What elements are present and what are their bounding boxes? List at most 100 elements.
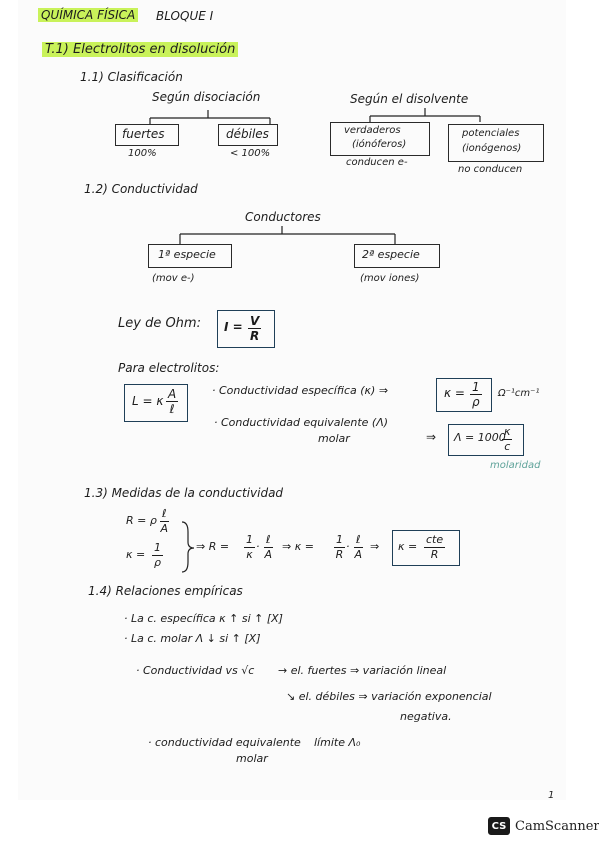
strong-percent: 100%: [128, 148, 157, 159]
course-title: QUÍMICA FÍSICA: [38, 8, 139, 22]
ohm-law-box: [217, 310, 275, 348]
empirical-line-4a: · conductividad equivalente: [148, 736, 301, 749]
equivalent-arrow: ⇒: [426, 430, 437, 444]
potential-electrolytes-box: [448, 124, 544, 162]
specific-conductivity-box: [436, 378, 492, 412]
s11-title: 1.1) Clasificación: [80, 70, 183, 84]
molarity-note: molaridad: [490, 460, 541, 471]
molar-conductivity-box: [448, 424, 524, 456]
s12-title: 1.2) Conductividad: [84, 182, 198, 196]
ohm-law-label: Ley de Ohm:: [118, 316, 201, 331]
true-electrolytes-line1: verdaderos: [344, 125, 401, 136]
true-electrolytes-note: conducen e-: [346, 157, 408, 168]
page-number: 1: [548, 790, 555, 801]
derivation-den-2: A: [264, 548, 273, 561]
kappa-num: 1: [152, 541, 163, 556]
notebook-page: [18, 0, 566, 800]
section-title: T.1) Electrolitos en disolución: [42, 42, 239, 57]
empirical-line-4c: límite Λ₀: [314, 736, 361, 749]
ohm-num: V: [248, 314, 262, 329]
derivation-fraction-1: 1 κ: [244, 533, 255, 562]
strong-label: fuertes: [122, 127, 165, 141]
derivation-den-3: R: [335, 548, 344, 561]
s14-title: 1.4) Relaciones empíricas: [88, 584, 243, 598]
ohm-law-fraction: V R: [248, 314, 262, 343]
second-species-box: [354, 244, 440, 268]
empirical-line-3c: ↘ el. débiles ⇒ variación exponencial: [286, 690, 492, 703]
specific-conductivity-units: Ω⁻¹cm⁻¹: [498, 388, 540, 399]
kappa-fraction: 1 ρ: [152, 541, 163, 570]
resistance-num: ℓ: [160, 507, 169, 522]
conductors-header: Conductores: [245, 210, 321, 224]
conductance-box: [124, 384, 188, 422]
equivalent-conductivity-line2: molar: [318, 432, 350, 445]
derivation-fraction-2: ℓ A: [264, 533, 273, 562]
empirical-line-3a: · Conductividad vs √c: [136, 664, 255, 677]
derivation-num-3: 1: [334, 533, 345, 548]
cell-constant-box: [392, 530, 460, 566]
dissociation-header: Según disociación: [152, 90, 261, 104]
kappa-den: ρ: [154, 556, 161, 569]
cell-constant-lhs: κ =: [398, 540, 418, 553]
molar-den: c: [504, 440, 511, 453]
block-label: BLOQUE I: [156, 9, 214, 23]
weak-percent: < 100%: [230, 148, 271, 159]
strong-box: [115, 124, 179, 146]
weak-label: débiles: [226, 127, 269, 141]
empirical-line-3b: → el. fuertes ⇒ variación lineal: [278, 664, 447, 677]
derivation-step-1: ⇒ R =: [196, 540, 230, 553]
potential-electrolytes-line2: (ionógenos): [462, 143, 522, 154]
empirical-line-3d: negativa.: [400, 710, 452, 723]
ohm-den: R: [250, 329, 260, 343]
molar-conductivity-lhs: Λ = 1000: [454, 431, 506, 444]
derivation-num-2: ℓ: [264, 533, 273, 548]
kappa-lhs: κ =: [126, 548, 146, 561]
derivation-den-4: A: [354, 548, 363, 561]
conductance-fraction: A ℓ: [166, 387, 179, 416]
first-species-box: [148, 244, 232, 268]
empirical-line-2: · La c. molar Λ ↓ si ↑ [X]: [124, 632, 261, 645]
specific-conductivity-fraction: 1 ρ: [470, 380, 482, 409]
second-species-note: (mov iones): [360, 273, 420, 284]
first-species-label: 1ª especie: [158, 248, 216, 261]
equivalent-conductivity-line1: · Conductividad equivalente (Λ): [214, 416, 389, 429]
electrolytes-label: Para electrolitos:: [118, 361, 220, 375]
cell-constant-den: R: [430, 548, 439, 561]
specific-num: 1: [470, 380, 482, 395]
true-electrolytes-line2: (iónóferos): [352, 139, 407, 150]
derivation-fraction-4: ℓ A: [354, 533, 363, 562]
molar-num: κ: [502, 425, 513, 440]
potential-electrolytes-line1: potenciales: [462, 128, 520, 139]
specific-den: ρ: [472, 395, 480, 409]
empirical-line-4b: molar: [236, 752, 268, 765]
specific-conductivity-lhs: κ =: [444, 386, 465, 400]
camscanner-watermark: CS CamScanner: [488, 817, 599, 835]
second-species-label: 2ª especie: [362, 248, 420, 261]
conductance-num: A: [166, 387, 179, 402]
specific-conductivity-text: · Conductividad específica (κ) ⇒: [212, 384, 389, 397]
cell-constant-fraction: cte R: [424, 533, 446, 562]
resistance-fraction: ℓ A: [160, 507, 169, 536]
derivation-step-2: ⇒ κ =: [282, 540, 314, 553]
derivation-num-1: 1: [244, 533, 255, 548]
first-species-note: (mov e-): [152, 273, 195, 284]
derivation-num-4: ℓ: [354, 533, 363, 548]
potential-electrolytes-note: no conducen: [458, 164, 523, 175]
derivation-step-3: ⇒: [370, 540, 380, 553]
camscanner-logo-icon: CS: [488, 817, 510, 835]
empirical-line-1: · La c. específica κ ↑ si ↑ [X]: [124, 612, 283, 625]
resistance-den: A: [160, 522, 169, 535]
conductance-lhs: L = κ: [132, 394, 164, 408]
weak-box: [218, 124, 278, 146]
solvent-header: Según el disolvente: [350, 92, 469, 106]
s13-title: 1.3) Medidas de la conductividad: [84, 486, 284, 500]
true-electrolytes-box: [330, 122, 430, 156]
derivation-fraction-3: 1 R: [334, 533, 345, 562]
camscanner-text: CamScanner: [515, 818, 599, 834]
conductance-den: ℓ: [169, 402, 175, 416]
molar-conductivity-fraction: κ c: [502, 425, 513, 454]
resistance-lhs: R = ρ: [126, 514, 157, 527]
derivation-den-1: κ: [246, 548, 253, 561]
ohm-law-lhs: I =: [224, 320, 243, 334]
